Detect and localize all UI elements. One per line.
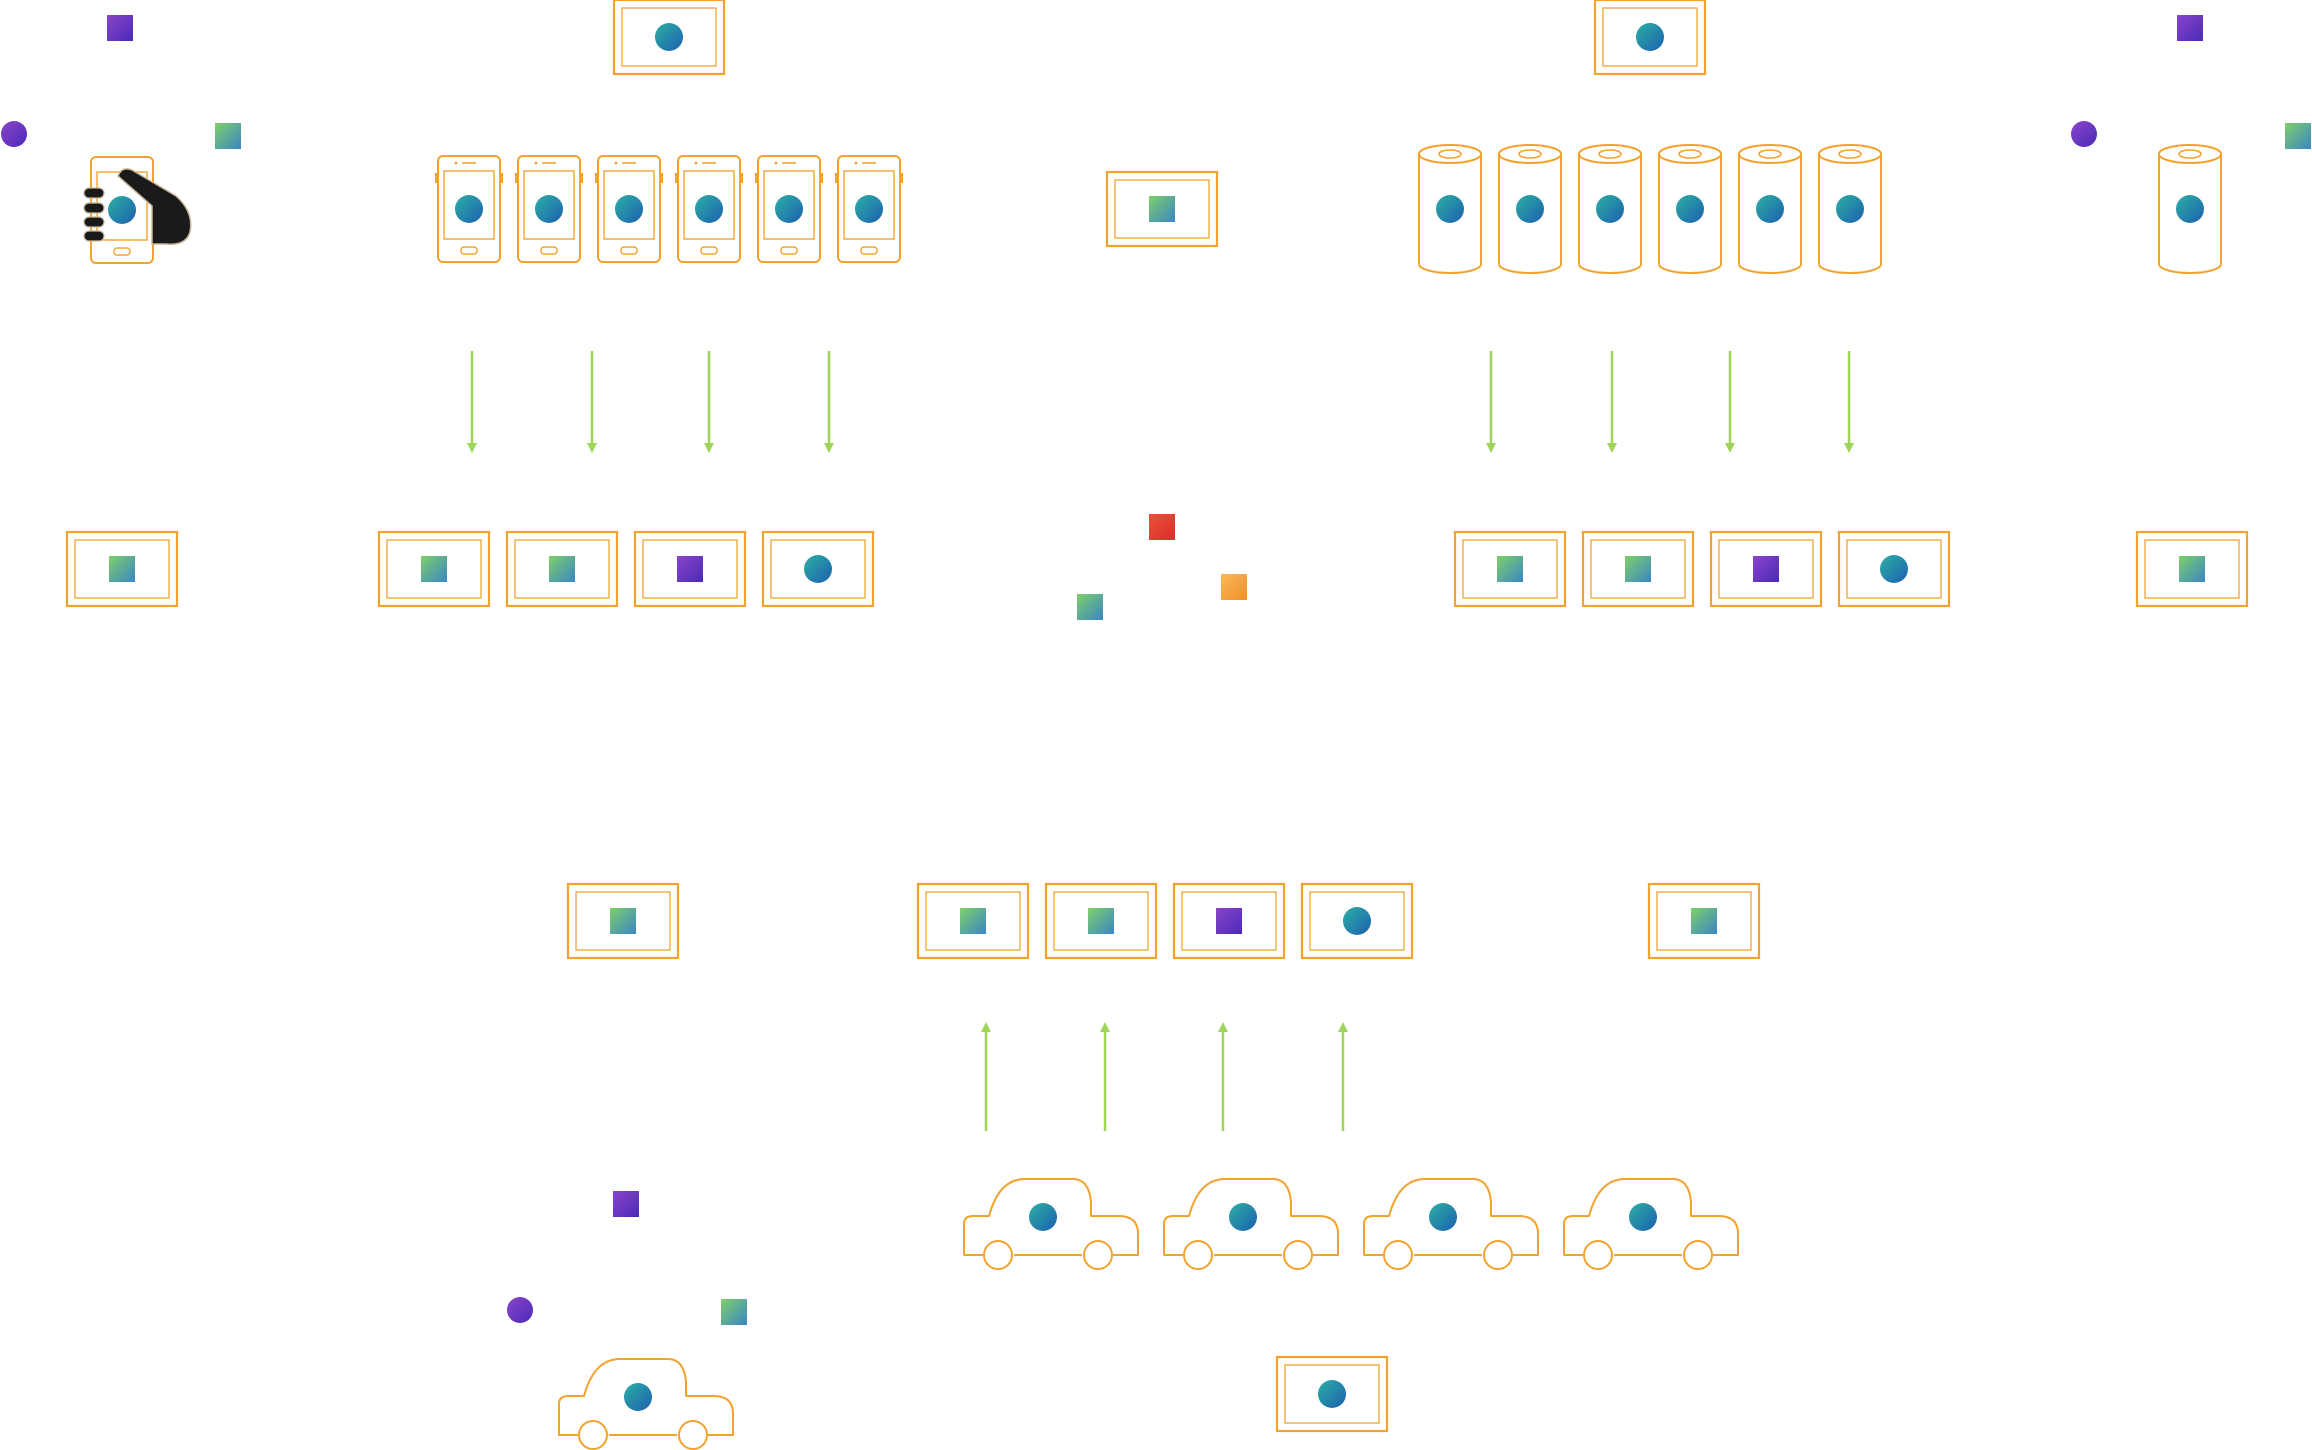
framed-document-icon [1172, 882, 1286, 960]
framed-document-icon [65, 530, 179, 608]
car-icon [1163, 1178, 1339, 1270]
framed-document-icon [633, 530, 747, 608]
smartphone-icon [515, 155, 583, 263]
framed-document-icon [916, 882, 1030, 960]
framed-document-icon [505, 530, 619, 608]
red-square-icon [1149, 514, 1175, 540]
purple-square-icon [2177, 15, 2203, 41]
green-square-icon [721, 1299, 747, 1325]
purple-square-icon [613, 1191, 639, 1217]
car-icon [1563, 1178, 1739, 1270]
smartphone-icon [435, 155, 503, 263]
framed-document-icon [1581, 530, 1695, 608]
smartphone-icon [675, 155, 743, 263]
database-cylinder-icon [1418, 144, 1482, 274]
car-icon [963, 1178, 1139, 1270]
car-icon [1363, 1178, 1539, 1270]
database-cylinder-icon [1658, 144, 1722, 274]
database-cylinder-icon [2158, 144, 2222, 274]
smartphone-icon [755, 155, 823, 263]
framed-document-icon [1275, 1355, 1389, 1433]
framed-document-icon [1300, 882, 1414, 960]
framed-document-icon [761, 530, 875, 608]
database-cylinder-icon [1498, 144, 1562, 274]
purple-dot-icon [2071, 121, 2097, 147]
hand-holding-phone-icon [83, 156, 192, 264]
framed-document-icon [1105, 170, 1219, 248]
framed-document-icon [1044, 882, 1158, 960]
green-square-icon [1077, 594, 1103, 620]
smartphone-icon [595, 155, 663, 263]
framed-document-icon [612, 0, 726, 76]
smartphone-icon [835, 155, 903, 263]
car-icon [558, 1358, 734, 1450]
green-square-icon [215, 123, 241, 149]
framed-document-icon [2135, 530, 2249, 608]
framed-document-icon [1709, 530, 1823, 608]
orange-square-icon [1221, 574, 1247, 600]
framed-document-icon [377, 530, 491, 608]
framed-document-icon [1593, 0, 1707, 76]
database-cylinder-icon [1738, 144, 1802, 274]
framed-document-icon [566, 882, 680, 960]
framed-document-icon [1647, 882, 1761, 960]
purple-dot-icon [1, 121, 27, 147]
framed-document-icon [1837, 530, 1951, 608]
database-cylinder-icon [1818, 144, 1882, 274]
purple-square-icon [107, 15, 133, 41]
green-square-icon [2285, 123, 2311, 149]
purple-dot-icon [507, 1297, 533, 1323]
database-cylinder-icon [1578, 144, 1642, 274]
framed-document-icon [1453, 530, 1567, 608]
